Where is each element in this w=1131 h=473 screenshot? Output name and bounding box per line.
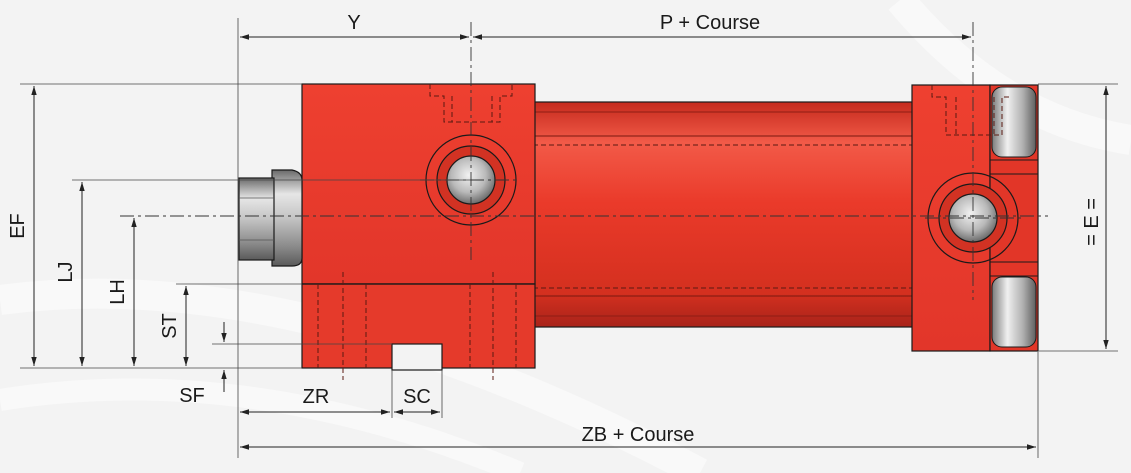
dimension-lines [31,34,1109,450]
foot-slot [391,343,443,371]
extension-lines [20,18,1118,458]
label-lj: LJ [55,261,77,282]
cylinder-body [238,83,1039,380]
label-ef: EF [7,213,29,239]
piston-rod-gland [238,169,303,267]
label-y: Y [347,12,360,34]
label-lh: LH [107,279,129,305]
label-zr: ZR [303,386,330,408]
dimension-labels: Y P + Course EF LJ LH ST SF ZR SC ZB + C… [7,12,1103,446]
label-sc: SC [403,386,431,408]
barrel-tube [532,101,915,328]
label-sf: SF [179,385,205,407]
label-e: = E = [1081,198,1103,246]
label-st: ST [159,313,181,339]
rear-screw-top [991,86,1037,158]
label-zb-course: ZB + Course [582,424,695,446]
rear-screw-bottom [991,276,1037,348]
label-p-course: P + Course [660,12,760,34]
